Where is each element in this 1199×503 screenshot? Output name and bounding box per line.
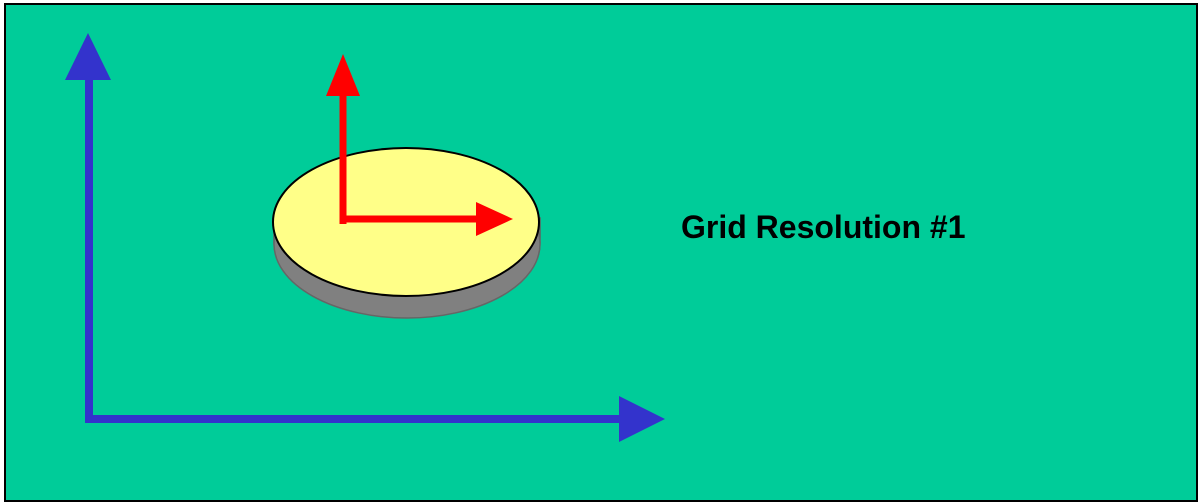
local-axes [326,54,513,236]
global-y-arrowhead-icon [65,33,111,80]
global-x-arrowhead-icon [619,396,665,442]
disk [272,147,541,319]
global-axes [65,33,665,442]
local-x-arrowhead-icon [476,202,513,236]
local-y-arrowhead-icon [326,54,360,96]
slide-title: Grid Resolution #1 [681,209,966,245]
